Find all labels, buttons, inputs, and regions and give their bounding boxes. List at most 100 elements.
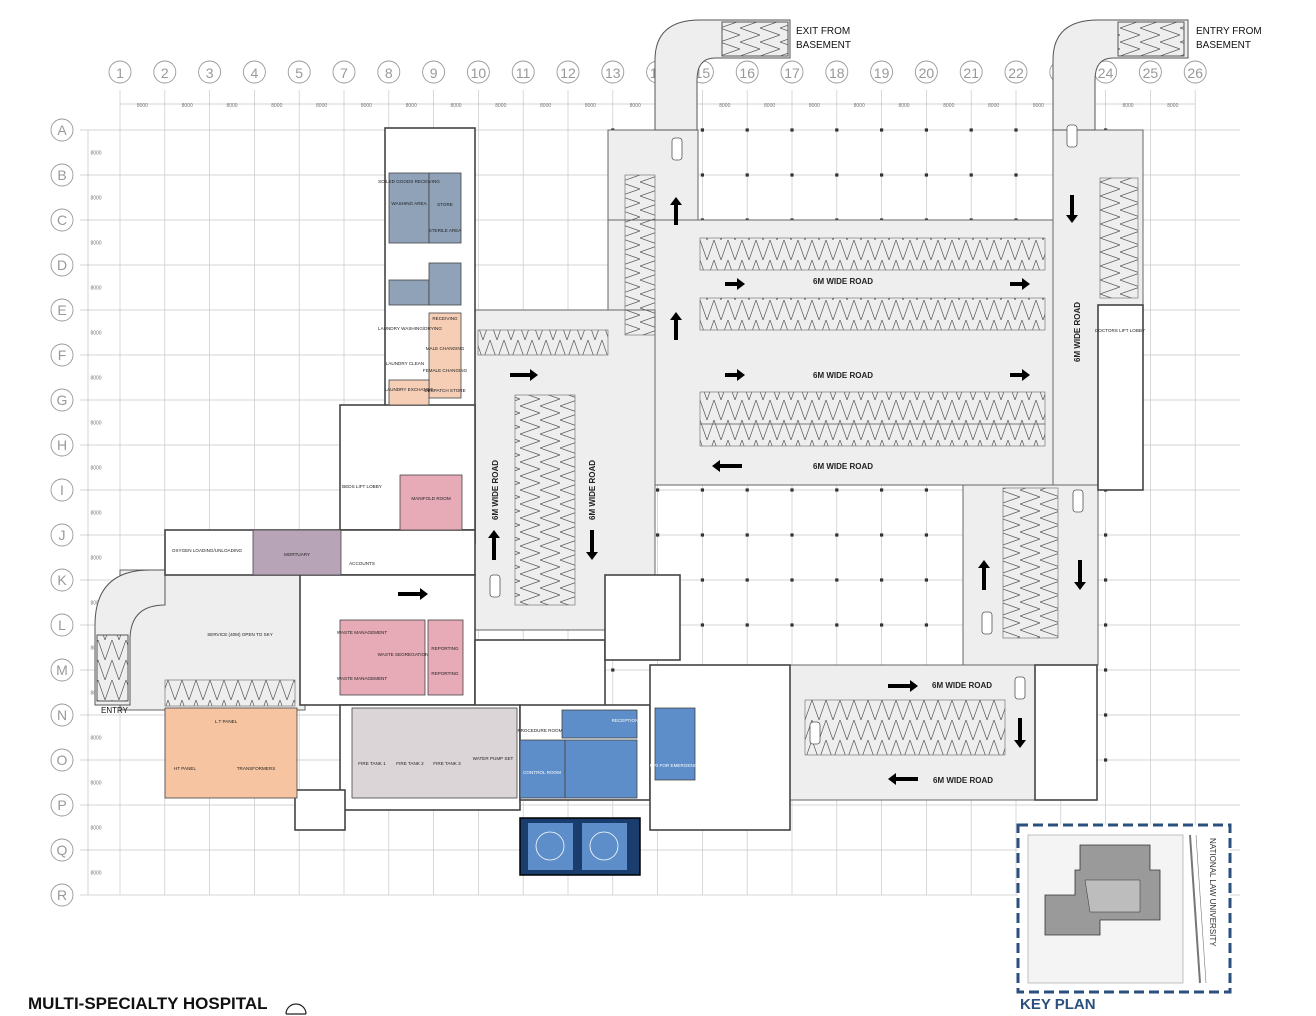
room-label-laundry: LAUNDRY WASHING/DRYING	[378, 326, 442, 331]
grid-bubble-row	[50, 343, 74, 367]
room-label-transformers: TRANSFORMERS	[237, 766, 276, 771]
car-icon	[1072, 489, 1084, 513]
grid-label-column: 7	[340, 65, 348, 81]
structural-column	[700, 578, 704, 582]
grid-dimension: 8000	[1167, 103, 1178, 109]
section-marker-icon	[285, 1003, 307, 1015]
grid-label-row: D	[57, 257, 67, 273]
grid-bubble-row	[50, 523, 74, 547]
structural-column	[700, 128, 704, 132]
structural-column	[745, 533, 749, 537]
room-label-laundry-clean: LAUNDRY CLEAN	[386, 361, 424, 366]
grid-dimension: 8000	[90, 826, 101, 832]
structural-column	[880, 173, 884, 177]
arrow-up-icon	[670, 197, 682, 225]
grid-bubble-column	[556, 60, 580, 84]
structural-column	[924, 173, 928, 177]
grid-bubble-column	[780, 60, 804, 84]
arrow-right-icon	[510, 369, 538, 381]
grid-dimension: 8000	[495, 103, 506, 109]
room-label-control: CONTROL ROOM	[523, 770, 561, 775]
grid-bubble-row	[50, 568, 74, 592]
structural-column	[745, 173, 749, 177]
grid-label-row: E	[57, 302, 66, 318]
grid-bubble-row	[50, 658, 74, 682]
grid-dimension: 8000	[90, 511, 101, 517]
grid-label-row: P	[57, 797, 66, 813]
structural-column	[700, 533, 704, 537]
grid-bubble-column	[870, 60, 894, 84]
room-label-soiled: SOILED GOODS RECEIVING	[378, 179, 440, 184]
structural-column	[924, 578, 928, 582]
structural-column	[835, 128, 839, 132]
grid-bubble-column	[422, 60, 446, 84]
structural-column	[969, 173, 973, 177]
structural-column	[1014, 173, 1018, 177]
grid-bubble-row	[50, 748, 74, 772]
room-label-waste-1: WASTE MANAGEMENT	[337, 630, 388, 635]
grid-label-row: Q	[57, 842, 68, 858]
grid-dimension: 8000	[271, 103, 282, 109]
structural-column	[790, 488, 794, 492]
grid-bubble-row	[50, 253, 74, 277]
grid-label-column: 11	[516, 65, 531, 81]
grid-bubble-column	[377, 60, 401, 84]
grid-label-column: 18	[829, 65, 845, 81]
grid-dimension: 8000	[719, 103, 730, 109]
arrow-down-icon	[1014, 718, 1026, 748]
grid-bubble-row	[50, 478, 74, 502]
grid-dimension: 8000	[854, 103, 865, 109]
room-label-reception: RECEPTION	[612, 718, 639, 723]
entry-ramp	[1052, 19, 1189, 131]
arrow-down-icon	[586, 530, 598, 560]
structural-column	[880, 623, 884, 627]
grid-bubble-column	[511, 60, 535, 84]
key-plan-label: KEY PLAN	[1020, 996, 1096, 1013]
grid-label-row: I	[60, 482, 64, 498]
structural-column	[1104, 713, 1108, 717]
structural-column	[790, 173, 794, 177]
grid-label-row: O	[57, 752, 68, 768]
parking-bays	[164, 174, 1139, 756]
exit-ramp	[654, 19, 791, 131]
grid-bubble-column	[198, 60, 222, 84]
room-label-mri: MRI FOR EMERGENCY	[650, 763, 700, 768]
grid-bubble-row	[50, 433, 74, 457]
grid-bubble-column	[601, 60, 625, 84]
room-label-fire-tank-2: FIRE TANK 2	[396, 761, 424, 766]
grid-dimension: 8000	[406, 103, 417, 109]
structural-column	[835, 173, 839, 177]
grid-label-row: A	[57, 122, 67, 138]
traffic-arrows	[398, 195, 1086, 785]
room-label-doctors-lobby: DOCTORS LIFT LOBBY	[1095, 328, 1145, 333]
grid-bubble-column	[153, 60, 177, 84]
structural-column	[1104, 758, 1108, 762]
grid-label-column: 12	[560, 65, 576, 81]
structural-column	[790, 533, 794, 537]
structural-column	[745, 128, 749, 132]
grid-label-column: 17	[784, 65, 800, 81]
arrow-down-icon	[1066, 195, 1078, 223]
grid-label-row: G	[57, 392, 68, 408]
grid-dimension: 8000	[540, 103, 551, 109]
entry-left-label: ENTRY	[101, 706, 129, 715]
car-icon	[981, 611, 993, 635]
entry-ramp-left	[94, 569, 166, 706]
room-labels: MORTUARY ACCOUNTS OXYGEN LOADING/UNLOADI…	[172, 179, 1145, 775]
road-label-8: 6M WIDE ROAD	[1073, 302, 1082, 362]
grid-label-row: H	[57, 437, 67, 453]
room-label-oxygen: OXYGEN LOADING/UNLOADING	[172, 548, 243, 553]
room-label-accounts: ACCOUNTS	[349, 561, 375, 566]
grid-label-column: 4	[251, 65, 259, 81]
road-label-1: 6M WIDE ROAD	[813, 277, 873, 286]
room-label-pump: WATER PUMP SET	[473, 756, 514, 761]
structural-column	[745, 488, 749, 492]
arrow-up-icon	[978, 560, 990, 590]
grid-dimension: 8000	[764, 103, 775, 109]
structural-column	[924, 533, 928, 537]
car-icon	[671, 137, 683, 161]
structural-column	[790, 128, 794, 132]
structural-column	[924, 128, 928, 132]
